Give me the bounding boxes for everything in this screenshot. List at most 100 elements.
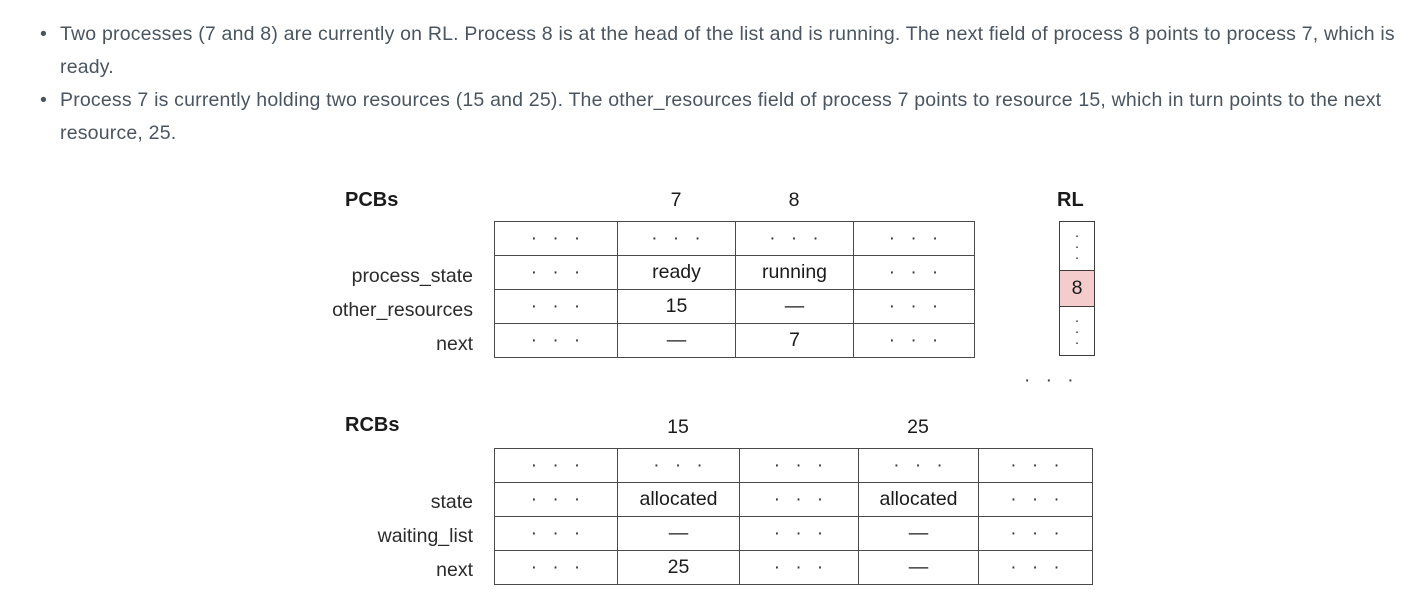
table-row: · · · 25 · · · — · · · [494,550,1093,585]
table-row: · · · 15 — · · · [494,289,975,324]
dot: · [1074,237,1080,255]
pcb-cell-r0c1[interactable]: · · · [617,221,736,256]
ellipsis: · · · [530,522,586,544]
rcb-cell-next-25[interactable]: — [858,550,979,585]
rcb-cell-r2c4[interactable]: · · · [978,516,1093,551]
ellipsis: · · · [773,556,829,578]
dot: · [1074,248,1080,266]
pcb-row-label-next: next [436,333,473,355]
pcb-cell-process-state-7[interactable]: ready [617,255,736,290]
rcb-cell-r0c4[interactable]: · · · [978,448,1093,483]
ellipsis: · · · [1010,488,1065,510]
rcb-row-label-next: next [436,559,473,581]
pcb-column-header-8: 8 [788,189,800,211]
bullet-glyph: • [40,89,48,111]
pcb-cell-r0c2[interactable]: · · · [735,221,854,256]
ellipsis: · · · [888,261,944,283]
pcb-cell-r1c0[interactable]: · · · [494,255,618,290]
dot: · [1074,226,1080,244]
pcb-cell-r2c3[interactable]: · · · [853,289,975,324]
note-item-1: • Two processes (7 and 8) are currently … [0,18,1414,84]
rcb-cell-r2c0[interactable]: · · · [494,516,618,551]
pcb-row-label-process-state: process_state [351,265,473,287]
note-text-1: Two processes (7 and 8) are currently on… [60,23,1395,78]
table-row: · · · [1059,306,1095,356]
table-row: · · · · · · · · · · · · · · · [494,448,1093,483]
rcb-cell-next-15[interactable]: 25 [617,550,740,585]
pcb-cell-other-resources-8[interactable]: — [735,289,854,324]
rcb-cell-waiting-list-25[interactable]: — [858,516,979,551]
ellipsis: · · · [530,556,586,578]
ellipsis: · · · [530,227,586,249]
rcb-cell-r0c3[interactable]: · · · [858,448,979,483]
ellipsis: · · · [773,522,829,544]
rl-trailing-ellipsis: · · · [1024,370,1079,391]
rcb-cell-r1c4[interactable]: · · · [978,482,1093,517]
rcb-cell-r1c2[interactable]: · · · [739,482,859,517]
rl-cell-top-ellipsis[interactable]: · · · [1059,221,1095,271]
ellipsis: · · · [1010,522,1065,544]
rcb-cell-r1c0[interactable]: · · · [494,482,618,517]
pcb-cell-r2c0[interactable]: · · · [494,289,618,324]
note-text-2: Process 7 is currently holding two resou… [60,89,1382,144]
ellipsis: · · · [1010,556,1065,578]
rcb-cell-r0c1[interactable]: · · · [617,448,740,483]
pcb-row-label-other-resources: other_resources [332,299,473,321]
rcb-cell-state-15[interactable]: allocated [617,482,740,517]
dot: · [1074,322,1080,340]
table-row: · · · · · · · · · · · · [494,221,975,256]
rcb-row-label-waiting-list: waiting_list [377,525,473,547]
rcb-column-header-15: 15 [667,416,689,438]
ellipsis: · · · [888,295,944,317]
rcb-cell-r3c4[interactable]: · · · [978,550,1093,585]
pcb-cell-next-7[interactable]: — [617,323,736,358]
explanatory-notes: • Two processes (7 and 8) are currently … [0,0,1414,150]
pcb-cell-process-state-8[interactable]: running [735,255,854,290]
table-row: · · · — · · · — · · · [494,516,1093,551]
rcb-cell-waiting-list-15[interactable]: — [617,516,740,551]
ellipsis: · · · [773,488,829,510]
rcb-cell-r0c2[interactable]: · · · [739,448,859,483]
rl-cell-head-process[interactable]: 8 [1059,270,1095,307]
ellipsis: · · · [530,454,586,476]
bullet-glyph: • [40,23,48,45]
pcb-cell-other-resources-7[interactable]: 15 [617,289,736,324]
pcb-column-header-7: 7 [670,189,682,211]
rcbs-title: RCBs [345,414,400,436]
pcb-cell-r3c3[interactable]: · · · [853,323,975,358]
dot: · [1074,333,1080,351]
ellipsis: · · · [530,295,586,317]
rcb-cell-r3c2[interactable]: · · · [739,550,859,585]
rcb-cell-r0c0[interactable]: · · · [494,448,618,483]
rcb-cell-r3c0[interactable]: · · · [494,550,618,585]
pcbs-title: PCBs [345,189,399,211]
note-item-2: • Process 7 is currently holding two res… [0,84,1414,150]
ellipsis: · · · [769,227,824,249]
ellipsis: · · · [893,454,948,476]
pcb-cell-next-8[interactable]: 7 [735,323,854,358]
ellipsis: · · · [653,454,708,476]
ready-list-box: · · · 8 · · · [1059,221,1095,356]
pcb-cell-r0c3[interactable]: · · · [853,221,975,256]
ellipsis: · · · [530,261,586,283]
table-row: · · · — 7 · · · [494,323,975,358]
ellipsis: · · · [530,488,586,510]
rcb-cell-r2c2[interactable]: · · · [739,516,859,551]
rcb-table: · · · · · · · · · · · · · · · · · · allo… [494,448,1093,585]
rcb-column-header-25: 25 [907,416,929,438]
rl-title: RL [1057,189,1084,211]
ellipsis: · · · [651,227,706,249]
rcb-cell-state-25[interactable]: allocated [858,482,979,517]
pcb-cell-r3c0[interactable]: · · · [494,323,618,358]
pcb-cell-r1c3[interactable]: · · · [853,255,975,290]
pcb-cell-r0c0[interactable]: · · · [494,221,618,256]
table-row: · · · [1059,221,1095,271]
ellipsis: · · · [1010,454,1065,476]
rcb-row-label-state: state [430,491,473,513]
notes-list: • Two processes (7 and 8) are currently … [0,18,1414,150]
ellipsis: · · · [773,454,829,476]
ellipsis: · · · [888,227,944,249]
rl-cell-bottom-ellipsis[interactable]: · · · [1059,306,1095,356]
table-row: · · · allocated · · · allocated · · · [494,482,1093,517]
